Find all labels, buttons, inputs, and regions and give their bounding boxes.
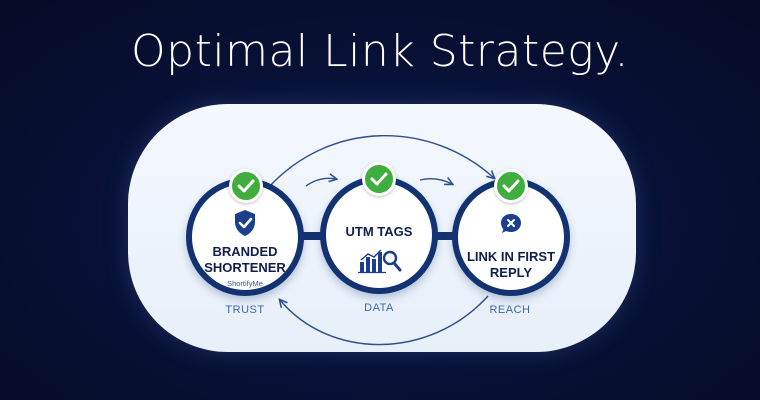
node-label-utm-tags: UTM TAGS — [345, 224, 413, 239]
caption-trust: TRUST — [225, 304, 265, 316]
arc-arrow-top — [267, 134, 494, 189]
check-icon — [229, 169, 263, 203]
node-label-branded-shortener: BRANDED SHORTENER — [204, 244, 286, 275]
check-icon — [494, 169, 528, 203]
node-sub-shortifyme: ShortifyMe — [227, 279, 263, 288]
shield-check-icon — [235, 210, 255, 236]
node-label-link-in-first-reply: LINK IN FIRST REPLY — [466, 249, 556, 280]
arc-arrow-bottom — [280, 295, 489, 346]
speech-bubble-x-icon — [501, 214, 521, 233]
arrow-2-to-3 — [419, 179, 452, 184]
bar-chart-magnifier-icon — [358, 249, 402, 274]
arrow-1-to-2 — [305, 178, 336, 187]
check-icon — [362, 162, 396, 196]
page-title: Optimal Link Strategy. — [131, 26, 629, 77]
caption-reach: REACH — [489, 304, 531, 316]
caption-data: DATA — [364, 302, 394, 314]
